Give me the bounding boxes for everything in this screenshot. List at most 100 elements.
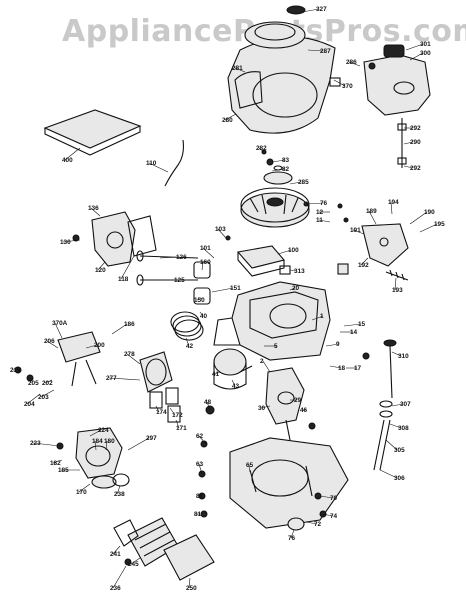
leader-line bbox=[201, 261, 204, 271]
part-number-label: 194 bbox=[388, 199, 399, 206]
part-number-label: 219 bbox=[10, 367, 21, 374]
engine-block bbox=[213, 281, 331, 361]
part-number-label: 9 bbox=[336, 341, 340, 348]
leader-line bbox=[368, 210, 377, 225]
leader-line bbox=[112, 565, 127, 589]
part-number-label: 126 bbox=[176, 254, 187, 261]
part-number-label: 280 bbox=[222, 117, 233, 124]
leader-line bbox=[199, 311, 204, 317]
leader-line bbox=[311, 315, 324, 321]
leader-line bbox=[90, 207, 101, 217]
part-number-labels: 3272872813013002863702802922902924002828… bbox=[10, 6, 445, 592]
part-number-label: 236 bbox=[110, 585, 121, 592]
valve-springs bbox=[193, 261, 211, 305]
part-number-label: 292 bbox=[410, 125, 421, 132]
part-number-label: 305 bbox=[394, 447, 405, 454]
part-number-label: 15 bbox=[358, 321, 366, 328]
part-number-label: 80 bbox=[196, 493, 204, 500]
leader-line bbox=[325, 343, 340, 347]
part-number-label: 278 bbox=[124, 351, 135, 358]
part-number-label: 307 bbox=[400, 401, 411, 408]
leader-line bbox=[116, 485, 121, 495]
crankshaft bbox=[239, 365, 305, 441]
carb-gaskets bbox=[149, 387, 181, 423]
leader-line bbox=[260, 405, 271, 409]
part-number-label: 206 bbox=[44, 338, 55, 345]
part-number-label: 14 bbox=[350, 329, 358, 336]
leader-line bbox=[305, 202, 324, 205]
leader-line bbox=[211, 287, 234, 293]
part-number-label: 83 bbox=[282, 157, 290, 164]
leader-line bbox=[333, 79, 346, 87]
rewind-starter bbox=[244, 5, 306, 49]
part-number-label: 72 bbox=[314, 521, 322, 528]
part-number-label: 65 bbox=[246, 462, 254, 469]
part-number-label: 202 bbox=[42, 380, 53, 387]
leader-line bbox=[26, 393, 41, 405]
part-number-label: 5 bbox=[274, 343, 278, 350]
flywheel bbox=[240, 187, 310, 228]
leader-line bbox=[54, 322, 63, 339]
part-number-label: 224 bbox=[98, 427, 109, 434]
leader-line bbox=[318, 219, 331, 223]
leader-line bbox=[319, 495, 334, 499]
leader-line bbox=[343, 323, 362, 327]
leader-line bbox=[214, 371, 221, 375]
leader-line bbox=[329, 365, 342, 369]
part-number-label: 118 bbox=[118, 276, 129, 283]
part-number-label: 70 bbox=[330, 495, 338, 502]
leader-line bbox=[231, 379, 236, 387]
governor-linkage bbox=[57, 331, 101, 387]
fuel-tank bbox=[363, 44, 431, 116]
leader-line bbox=[262, 360, 271, 373]
part-number-label: 287 bbox=[320, 48, 331, 55]
leader-line bbox=[85, 344, 98, 349]
part-number-label: 101 bbox=[200, 245, 211, 252]
part-number-label: 151 bbox=[230, 285, 241, 292]
part-number-label: 63 bbox=[196, 461, 204, 468]
leader-line bbox=[290, 529, 295, 539]
leader-line bbox=[78, 483, 91, 493]
leader-line bbox=[169, 407, 176, 416]
gasket-118 bbox=[127, 215, 157, 257]
part-number-label: 30 bbox=[258, 405, 266, 412]
part-number-label: 186 bbox=[124, 321, 135, 328]
leader-line bbox=[44, 379, 53, 384]
leader-line bbox=[105, 440, 108, 451]
air-filter-element bbox=[127, 517, 179, 567]
part-number-label: 200 bbox=[94, 342, 105, 349]
leader-line bbox=[305, 521, 318, 525]
part-number-label: 120 bbox=[95, 267, 106, 274]
part-number-label: 174 bbox=[156, 409, 167, 416]
leader-line bbox=[111, 323, 128, 335]
part-number-label: 195 bbox=[434, 221, 445, 228]
leader-lines bbox=[13, 8, 438, 589]
part-number-label: 370A bbox=[52, 320, 68, 327]
leader-line bbox=[409, 211, 428, 225]
leader-line bbox=[258, 147, 265, 153]
part-number-label: 301 bbox=[420, 41, 431, 48]
part-number-label: 192 bbox=[358, 262, 369, 269]
part-number-label: 40 bbox=[200, 313, 208, 320]
leader-line bbox=[127, 437, 150, 451]
part-number-label: 204 bbox=[24, 401, 35, 408]
part-number-label: 185 bbox=[58, 467, 69, 474]
leader-line bbox=[271, 159, 286, 163]
leader-line bbox=[202, 247, 215, 259]
leader-line bbox=[289, 269, 298, 272]
part-number-label: 103 bbox=[215, 226, 226, 233]
part-number-label: 2 bbox=[260, 358, 264, 365]
leader-line bbox=[289, 287, 296, 291]
air-filter-pad bbox=[43, 109, 142, 156]
leader-line bbox=[301, 8, 320, 13]
leader-line bbox=[89, 429, 102, 437]
part-number-label: 223 bbox=[30, 440, 41, 447]
leader-line bbox=[120, 255, 135, 280]
leader-line bbox=[217, 228, 227, 239]
part-number-label: 74 bbox=[330, 513, 338, 520]
dipstick bbox=[383, 339, 397, 399]
leader-line bbox=[108, 377, 141, 381]
leader-line bbox=[32, 442, 61, 447]
part-number-label: 17 bbox=[354, 365, 362, 372]
